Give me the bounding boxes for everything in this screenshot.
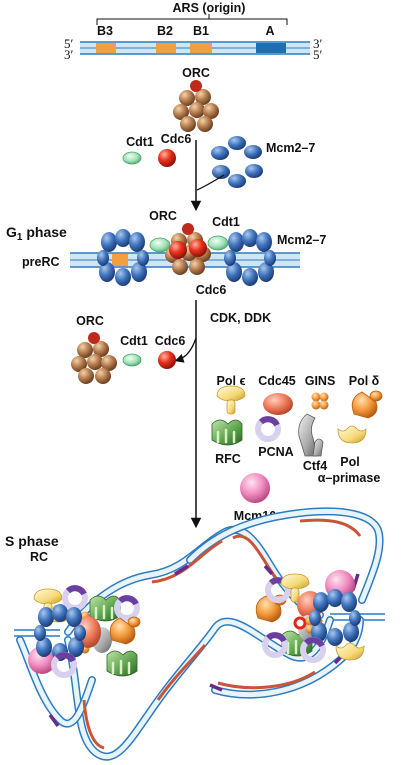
rc-label: RC [30,550,48,564]
element-label-b1: B1 [193,24,209,38]
cdt1-protein-top [122,151,142,165]
cdt1-label-g1: Cdt1 [212,215,240,229]
pol-e-protein [216,385,246,415]
okazaki-fragment-1 [174,564,189,576]
element-b1 [190,43,212,53]
cdt1-released [122,353,142,367]
cdc6-bound-b [189,239,207,257]
rfc-label: RFC [215,452,241,466]
mcm-ring-top [211,136,263,188]
release-arrow [174,337,197,363]
g1-phase-title: G1 phase [6,224,67,243]
cdt1-bound-left [149,237,171,253]
okazaki-fragment-4 [48,713,60,728]
element-label-b3: B3 [97,24,113,38]
element-b2 [156,43,176,53]
gins-protein [311,392,329,410]
orc-label-released: ORC [76,314,104,328]
prerc-label: preRC [22,255,60,269]
cdc6-bound-a [169,241,187,259]
replisome-left [28,588,141,676]
element-label-b2: B2 [157,24,173,38]
kinases-label: CDK, DDK [210,311,271,325]
leading-strand-e [217,670,316,690]
cdt1-label-top: Cdt1 [126,135,154,149]
rfc-protein [210,418,244,447]
origin-bracket [96,18,288,25]
cdc6-protein-top [158,149,176,167]
origin-dna [80,41,310,55]
leading-strand-a [151,539,223,584]
mcm-label-top: Mcm2–7 [266,141,315,155]
orc-complex-top [173,80,219,132]
strand-top-left-label: 5′ [64,36,74,51]
replisome-right [255,570,365,660]
ctf4-label: Ctf4 [303,459,327,473]
leading-strand-c [299,518,362,537]
cdc6-label-top: Cdc6 [161,132,192,146]
pol-d-label: Pol δ [349,374,380,388]
origin-section: ARS (origin) B3 B2 B1 A 5′ 3′ 3′ 5′ [64,1,323,62]
element-b3 [96,43,116,53]
element-label-a: A [265,24,274,38]
cdc6-released [158,351,176,369]
cdc6-label-released: Cdc6 [155,334,186,348]
cdc45-protein [263,393,293,415]
origin-title: ARS (origin) [173,1,246,15]
pol-a-label-line2: α–primase [318,471,381,485]
pol-a-primase-protein [337,425,367,444]
cdc6-label-g1: Cdc6 [196,283,227,297]
okazaki-fragment-5 [209,683,223,692]
orc-released [71,332,117,384]
strand-bottom-right-label: 5′ [313,47,323,62]
cdt1-bound-right [207,235,229,251]
gins-label: GINS [305,374,336,388]
mcm-join-arrow [196,174,225,191]
strand-top-right-label: 3′ [313,36,323,51]
orc-label-g1: ORC [149,209,177,223]
element-a [256,43,286,53]
pcna-protein [258,419,278,439]
orc-label-top: ORC [182,66,210,80]
s-phase-title: S phase [5,533,59,549]
mcm-label-g1: Mcm2–7 [277,233,326,247]
pol-a-label-line1: Pol [340,455,359,469]
okazaki-fragment-2 [263,564,274,576]
mcm10-protein [240,473,270,503]
pol-d-protein [351,390,383,419]
ctf4-protein [298,413,324,457]
pol-e-label: Pol ϵ [217,374,246,388]
pcna-label: PCNA [258,445,293,459]
cdt1-label-released: Cdt1 [120,334,148,348]
cdc45-label: Cdc45 [258,374,296,388]
leading-strand-d [82,699,105,750]
strand-bottom-left-label: 3′ [64,47,74,62]
leading-strand-f [156,644,207,701]
